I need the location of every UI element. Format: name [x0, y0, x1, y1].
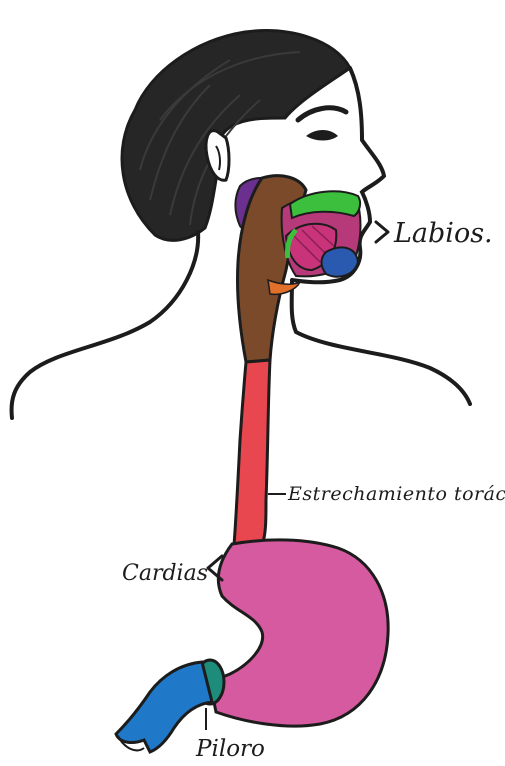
esophagus-lower	[234, 360, 270, 545]
stomach	[210, 540, 388, 726]
eye	[306, 130, 338, 141]
label-piloro: Piloro	[195, 736, 265, 762]
label-cardias: Cardias	[122, 561, 208, 586]
label-estrechamiento: Estrechamiento torácico	[287, 483, 505, 505]
lower-lip	[322, 247, 359, 276]
left-shoulder	[12, 232, 199, 418]
labios-pointer-icon	[376, 222, 388, 242]
eyebrow	[298, 108, 346, 120]
label-labios: Labios.	[393, 218, 493, 249]
right-neck-shoulder	[292, 282, 470, 404]
